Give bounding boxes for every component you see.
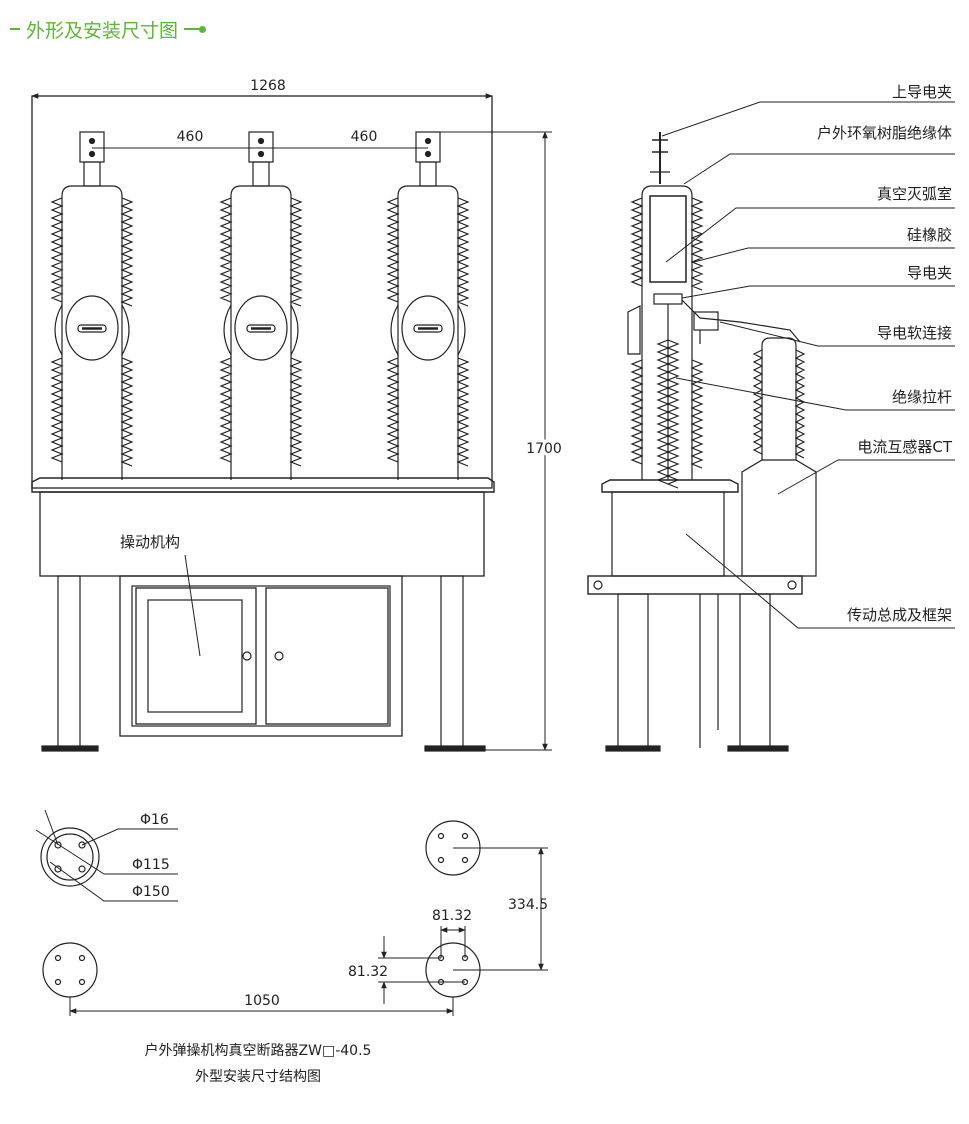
label-silicone-rubber: 硅橡胶 bbox=[907, 226, 952, 244]
dim-hole-offset-x: 81.32 bbox=[432, 908, 472, 924]
label-current-transformer: 电流互感器CT bbox=[857, 438, 952, 456]
dim-foot-spacing-horizontal: 1050 bbox=[244, 993, 280, 1009]
pole-1 bbox=[50, 131, 134, 480]
front-cabinet-body bbox=[119, 575, 403, 737]
front-leg-left bbox=[57, 575, 81, 749]
dim-phase-spacing-1: 460 bbox=[177, 129, 204, 145]
label-transmission-frame: 传动总成及框架 bbox=[847, 606, 952, 624]
pole-2 bbox=[219, 131, 303, 480]
dim-overall-width: 1268 bbox=[250, 78, 286, 94]
label-operating-mechanism: 操动机构 bbox=[120, 533, 180, 551]
front-view bbox=[31, 93, 552, 752]
front-cabinet-band bbox=[39, 491, 485, 577]
label-upper-clamp: 上导电夹 bbox=[892, 83, 952, 101]
vacuum-interrupter-body bbox=[649, 195, 687, 283]
dim-bolt-circle: Φ115 bbox=[132, 857, 170, 873]
front-top-plate bbox=[31, 477, 495, 493]
dim-bolt-hole: Φ16 bbox=[140, 812, 169, 828]
caption-line-2: 外型安装尺寸结构图 bbox=[195, 1069, 321, 1085]
dim-hole-offset-y: 81.32 bbox=[348, 964, 388, 980]
dim-foot-spacing-vertical: 334.5 bbox=[508, 897, 548, 913]
side-view bbox=[587, 101, 955, 752]
right-door bbox=[265, 587, 389, 725]
dim-flange-diameter: Φ150 bbox=[132, 884, 170, 900]
label-vacuum-interrupter: 真空灭弧室 bbox=[877, 185, 952, 203]
section-header: 外形及安装尺寸图 bbox=[10, 14, 207, 44]
pole-3 bbox=[386, 131, 470, 480]
left-door bbox=[135, 587, 257, 725]
label-conductive-clamp: 导电夹 bbox=[907, 264, 952, 282]
section-title: 外形及安装尺寸图 bbox=[26, 19, 179, 42]
frame-bar bbox=[587, 575, 803, 595]
label-insulating-rod: 绝缘拉杆 bbox=[892, 388, 952, 406]
ct-body bbox=[741, 459, 817, 577]
label-flexible-connection: 导电软连接 bbox=[877, 324, 952, 342]
dim-overall-height: 1700 bbox=[526, 441, 562, 457]
foundation-plan bbox=[35, 809, 548, 1016]
label-epoxy-insulator: 户外环氧树脂绝缘体 bbox=[817, 124, 952, 142]
door-knob-right bbox=[274, 651, 284, 661]
dim-phase-spacing-2: 460 bbox=[351, 129, 378, 145]
header-dash bbox=[10, 28, 20, 30]
caption-line-1: 户外弹操机构真空断路器ZW□-40.5 bbox=[145, 1042, 372, 1059]
front-leg-right bbox=[440, 575, 464, 749]
door-knob-left bbox=[242, 651, 252, 661]
header-arrow-icon bbox=[184, 25, 207, 33]
